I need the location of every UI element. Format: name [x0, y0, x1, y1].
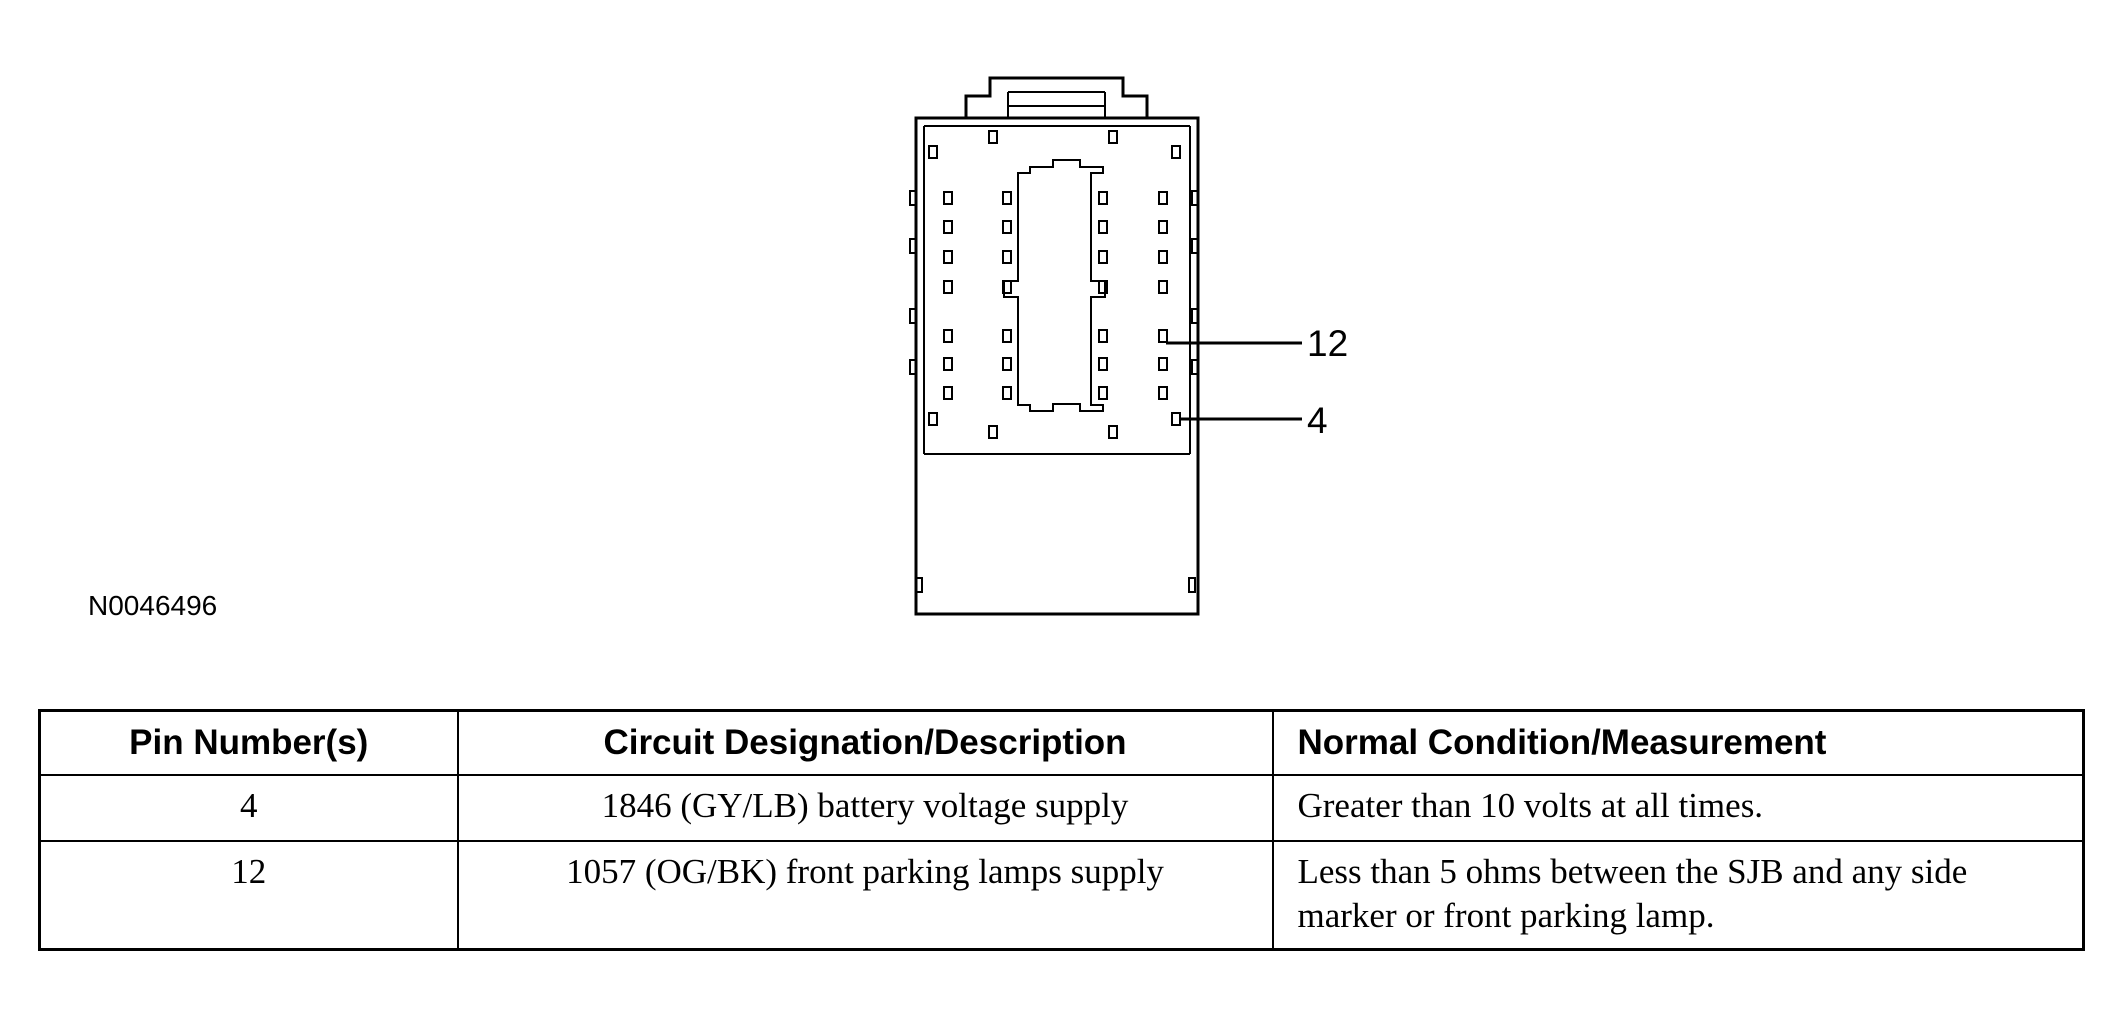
pin-cavity: [943, 220, 953, 234]
pin-cavity: [1098, 357, 1108, 371]
callout-label-12: 12: [1307, 323, 1349, 364]
housing-lock-tab: [1191, 238, 1199, 254]
pin-cavity: [988, 425, 998, 439]
pin-cavity: [1158, 220, 1168, 234]
pin-cavity: [1158, 329, 1168, 343]
callout-label-4: 4: [1307, 400, 1328, 441]
table-header-row: Pin Number(s) Circuit Designation/Descri…: [38, 709, 2085, 776]
pin-cavity: [943, 329, 953, 343]
pin-cavity: [1171, 412, 1181, 426]
cell-normal: Greater than 10 volts at all times.: [1271, 774, 2085, 842]
keying-slot: [1003, 159, 1106, 412]
pin-cavity: [1098, 250, 1108, 264]
pin-cavity: [1002, 386, 1012, 400]
pin-cavity: [1171, 145, 1181, 159]
pin-cavity: [1002, 329, 1012, 343]
housing-lock-tab: [915, 577, 923, 593]
connector-housing: [914, 116, 1200, 616]
callout-leaders: [1166, 341, 1302, 421]
cell-circuit: 1057 (OG/BK) front parking lamps supply: [456, 840, 1274, 951]
pin-cavity: [1098, 329, 1108, 343]
pin-cavity: [928, 145, 938, 159]
header-normal-condition: Normal Condition/Measurement: [1271, 709, 2085, 776]
cell-normal: Less than 5 ohms between the SJB and any…: [1271, 840, 2085, 951]
pin-cavity: [1158, 386, 1168, 400]
housing-lock-tab: [1188, 577, 1196, 593]
figure-reference-code: N0046496: [88, 590, 218, 621]
pin-cavity: [943, 191, 953, 205]
pin-cavity: [943, 357, 953, 371]
pin-cavity: [988, 130, 998, 144]
pin-cavity: [943, 280, 953, 294]
pin-cavity: [1158, 250, 1168, 264]
table-row: 12 1057 (OG/BK) front parking lamps supp…: [38, 840, 2085, 951]
housing-lock-tab: [909, 308, 917, 324]
housing-lock-tab: [909, 190, 917, 206]
pin-cavity: [1002, 220, 1012, 234]
pin-cavity: [1002, 191, 1012, 205]
pin-cavity: [1108, 425, 1118, 439]
housing-lock-tab: [1191, 190, 1199, 206]
pin-cavity: [1098, 220, 1108, 234]
header-pin-numbers: Pin Number(s): [38, 709, 459, 776]
pin-cavity: [1098, 191, 1108, 205]
connector-diagram: [909, 76, 1302, 616]
housing-lock-tab: [909, 238, 917, 254]
cell-circuit: 1846 (GY/LB) battery voltage supply: [456, 774, 1274, 842]
pin-cavity: [1098, 386, 1108, 400]
pin-cavity: [1108, 130, 1118, 144]
pin-cavity: [943, 250, 953, 264]
cell-pin: 4: [38, 774, 459, 842]
pin-cavities: [909, 130, 1199, 593]
pin-cavity: [1002, 357, 1012, 371]
pin-table: Pin Number(s) Circuit Designation/Descri…: [38, 709, 2085, 951]
header-circuit-designation: Circuit Designation/Description: [456, 709, 1274, 776]
cell-pin: 12: [38, 840, 459, 951]
housing-lock-tab: [1191, 308, 1199, 324]
housing-lock-tab: [909, 359, 917, 375]
pin-cavity: [1002, 250, 1012, 264]
table-row: 4 1846 (GY/LB) battery voltage supply Gr…: [38, 774, 2085, 842]
pin-cavity: [1158, 280, 1168, 294]
pin-cavity: [1158, 191, 1168, 205]
connector-latch: [964, 76, 1149, 120]
pin-cavity: [928, 412, 938, 426]
pin-cavity: [943, 386, 953, 400]
pin-cavity: [1158, 357, 1168, 371]
pin-cavity: [1002, 280, 1012, 294]
pin-cavity: [1098, 280, 1108, 294]
housing-lock-tab: [1191, 359, 1199, 375]
